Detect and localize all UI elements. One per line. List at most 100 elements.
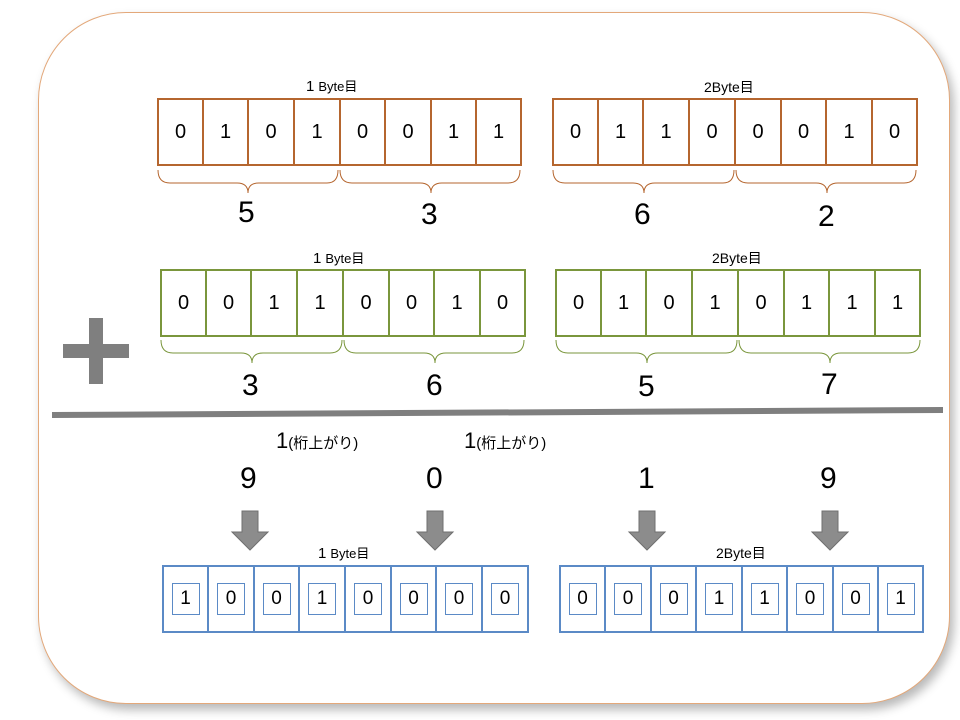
sum-separator-line [51,407,944,418]
down-arrow-icon [230,510,270,551]
plus-icon [63,318,129,384]
bit-cell: 0 [605,565,651,633]
bit-cell: 0 [385,98,431,166]
bit-cell: 1 [294,98,340,166]
op1-byte1-label-suffix: Byte目 [318,79,358,94]
op1-byte1-low-nibble: 3 [421,198,438,231]
bit-cell: 0 [872,98,918,166]
down-arrow-icon [810,510,850,551]
bit-cell: 1 [826,98,872,166]
bit-cell: 0 [833,565,878,633]
op1-byte1-bits: 0 1 0 1 0 0 1 1 [157,98,522,166]
bit-cell: 1 [601,269,646,337]
bit-cell: 1 [476,98,522,166]
op2-byte2-bits: 0 1 0 1 0 1 1 1 [555,269,921,337]
bit-cell: 0 [160,269,206,337]
brace-op2-b1-low [343,339,525,364]
rounded-frame [38,12,950,704]
bit-value: 0 [841,583,870,615]
bit-cell: 1 [203,98,248,166]
bit-value: 1 [705,583,733,615]
down-arrow-icon [415,510,455,551]
op2-byte1-label-num: 1 [313,250,322,267]
bit-cell: 0 [738,269,784,337]
bit-value: 1 [308,583,336,615]
bit-cell: 0 [206,269,251,337]
bit-cell: 0 [343,269,389,337]
bit-cell: 1 [643,98,689,166]
bit-cell: 1 [784,269,829,337]
result-byte1-label-suffix: Byte目 [330,546,370,561]
bit-cell: 0 [436,565,482,633]
down-arrow-icon [627,510,667,551]
carry-text: (桁上がり) [476,435,547,452]
bit-cell: 0 [735,98,781,166]
op1-byte2-bits: 0 1 1 0 0 0 1 0 [552,98,918,166]
brace-op1-b2-high [552,169,735,194]
op1-byte2-label: 2Byte目 [704,79,754,95]
bit-cell: 1 [251,269,297,337]
op2-byte2-label: 2Byte目 [712,250,762,266]
brace-op2-b1-high [160,339,343,364]
result-byte1-label-num: 1 [318,545,327,562]
bit-cell: 1 [696,565,742,633]
bit-cell: 0 [345,565,391,633]
carry-note: 1(桁上がり) [276,428,358,454]
bit-value: 0 [614,583,642,615]
result-digit: 1 [638,462,655,495]
result-byte2-bits: 0 0 0 1 1 0 0 1 [559,565,924,633]
operand2-braces [160,339,921,364]
op2-byte1-label-suffix: Byte目 [325,251,365,266]
bit-cell: 1 [878,565,924,633]
bit-cell: 0 [208,565,254,633]
bit-value: 1 [171,583,200,615]
result-digit: 9 [820,462,837,495]
bit-cell: 0 [559,565,605,633]
op2-byte1-low-nibble: 6 [426,369,443,402]
bit-value: 0 [217,583,245,615]
bit-value: 0 [491,583,519,615]
carry-text: (桁上がり) [288,435,359,452]
bit-cell: 0 [391,565,436,633]
op2-byte2-high-nibble: 5 [638,370,655,403]
result-digit: 9 [240,462,257,495]
bit-cell: 1 [434,269,480,337]
carry-one: 1 [464,428,477,453]
op1-byte1-label-num: 1 [306,78,315,95]
bit-value: 0 [568,583,597,615]
bit-cell: 0 [552,98,598,166]
bit-cell: 1 [297,269,343,337]
result-arrows [230,510,850,551]
bit-cell: 0 [254,565,299,633]
result-digit: 0 [426,462,443,495]
bit-value: 0 [445,583,473,615]
bit-cell: 0 [482,565,529,633]
bit-cell: 0 [787,565,833,633]
bit-cell: 1 [162,565,208,633]
brace-op2-b2-low [738,339,921,364]
bit-cell: 1 [598,98,643,166]
bit-cell: 1 [875,269,921,337]
brace-op1-b1-low [339,169,521,194]
bit-value: 0 [354,583,382,615]
carry-one: 1 [276,428,289,453]
bit-cell: 0 [646,269,692,337]
op2-byte1-bits: 0 0 1 1 0 0 1 0 [160,269,526,337]
bit-cell: 0 [340,98,385,166]
brace-op1-b1-high [157,169,339,194]
bit-cell: 1 [829,269,875,337]
bit-cell: 0 [689,98,735,166]
operand1-braces [157,169,917,194]
bit-cell: 1 [692,269,738,337]
op1-byte1-high-nibble: 5 [238,196,255,229]
bit-value: 0 [796,583,824,615]
result-byte2-label: 2Byte目 [716,545,766,561]
bit-cell: 0 [781,98,826,166]
bit-cell: 0 [555,269,601,337]
op1-byte2-high-nibble: 6 [634,198,651,231]
bit-cell: 1 [431,98,476,166]
bit-value: 0 [262,583,291,615]
